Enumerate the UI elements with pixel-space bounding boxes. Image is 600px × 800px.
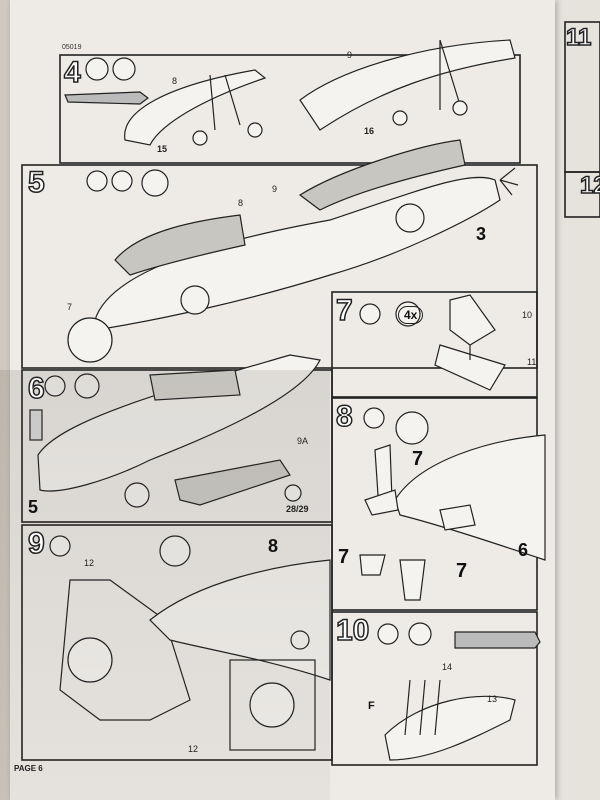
glue-icon: [86, 170, 108, 192]
assembly-number: 3: [476, 224, 487, 244]
part-callout: 9A: [297, 436, 309, 446]
glue-icon: [44, 375, 66, 397]
part-callout: 9: [347, 50, 353, 60]
frame-step-4: [59, 54, 521, 164]
step-4-drawing: [64, 39, 516, 146]
drying-clock-icon: [124, 482, 150, 508]
step-number: 6: [27, 372, 45, 405]
glue-icon: [49, 535, 71, 557]
frame-step-10: [331, 611, 538, 766]
part-callout: 7: [67, 302, 73, 312]
glue-icon: [359, 303, 381, 325]
part-callout: 11: [527, 357, 537, 367]
step-5-drawing: [67, 139, 519, 363]
step-6-drawing: [29, 354, 321, 508]
step-number: 7: [335, 294, 353, 327]
part-callout: 12: [84, 558, 95, 568]
assembly-number: 8: [268, 536, 279, 556]
paint-icon: [377, 623, 399, 645]
part-number: 7: [456, 560, 468, 582]
part-number: 7: [338, 546, 350, 568]
step-number: 5: [27, 166, 45, 199]
drying-clock-icon: [159, 535, 191, 567]
step-number: 9: [27, 527, 45, 560]
asterisk-icon: [290, 630, 310, 650]
part-callout: 13: [487, 694, 498, 704]
marker-label: F: [368, 700, 375, 712]
question-icon: [112, 57, 136, 81]
knife-icon: [74, 373, 100, 399]
step-number: 8: [335, 400, 353, 433]
step-number: 11: [565, 24, 592, 51]
question-icon: [408, 622, 432, 646]
step-number: 10: [335, 614, 370, 647]
step-number: 12: [579, 172, 600, 199]
step-number: 4: [63, 56, 81, 89]
part-callout: 8: [238, 198, 244, 208]
assembly-number: 6: [518, 540, 529, 560]
question-icon: [284, 484, 302, 502]
step-8-drawing: [359, 407, 546, 601]
page-label: PAGE 6: [14, 764, 43, 773]
quantity-badge: 4x: [398, 306, 424, 324]
glue-icon: [363, 407, 385, 429]
drying-clock-icon: [141, 169, 169, 197]
part-callout: 12: [188, 744, 199, 754]
glue-icon: [85, 57, 109, 81]
page-reference: 28/29: [286, 504, 309, 514]
drying-clock-icon: [395, 411, 429, 445]
step-9-drawing: [49, 535, 331, 751]
frame-step-7: [331, 291, 538, 398]
document-code: 05019: [62, 44, 82, 51]
part-callout: 9: [272, 184, 278, 194]
part-callout: 10: [522, 310, 533, 320]
step-7-drawing: [359, 294, 506, 391]
part-callout: 8: [172, 76, 178, 86]
part-callout: 14: [442, 662, 453, 672]
paint-icon: [111, 170, 133, 192]
step-10-drawing: [377, 622, 541, 761]
step-ref: 16: [364, 126, 375, 136]
assembly-number: 5: [28, 497, 39, 517]
part-number: 7: [412, 448, 424, 470]
step-ref: 15: [157, 144, 168, 154]
